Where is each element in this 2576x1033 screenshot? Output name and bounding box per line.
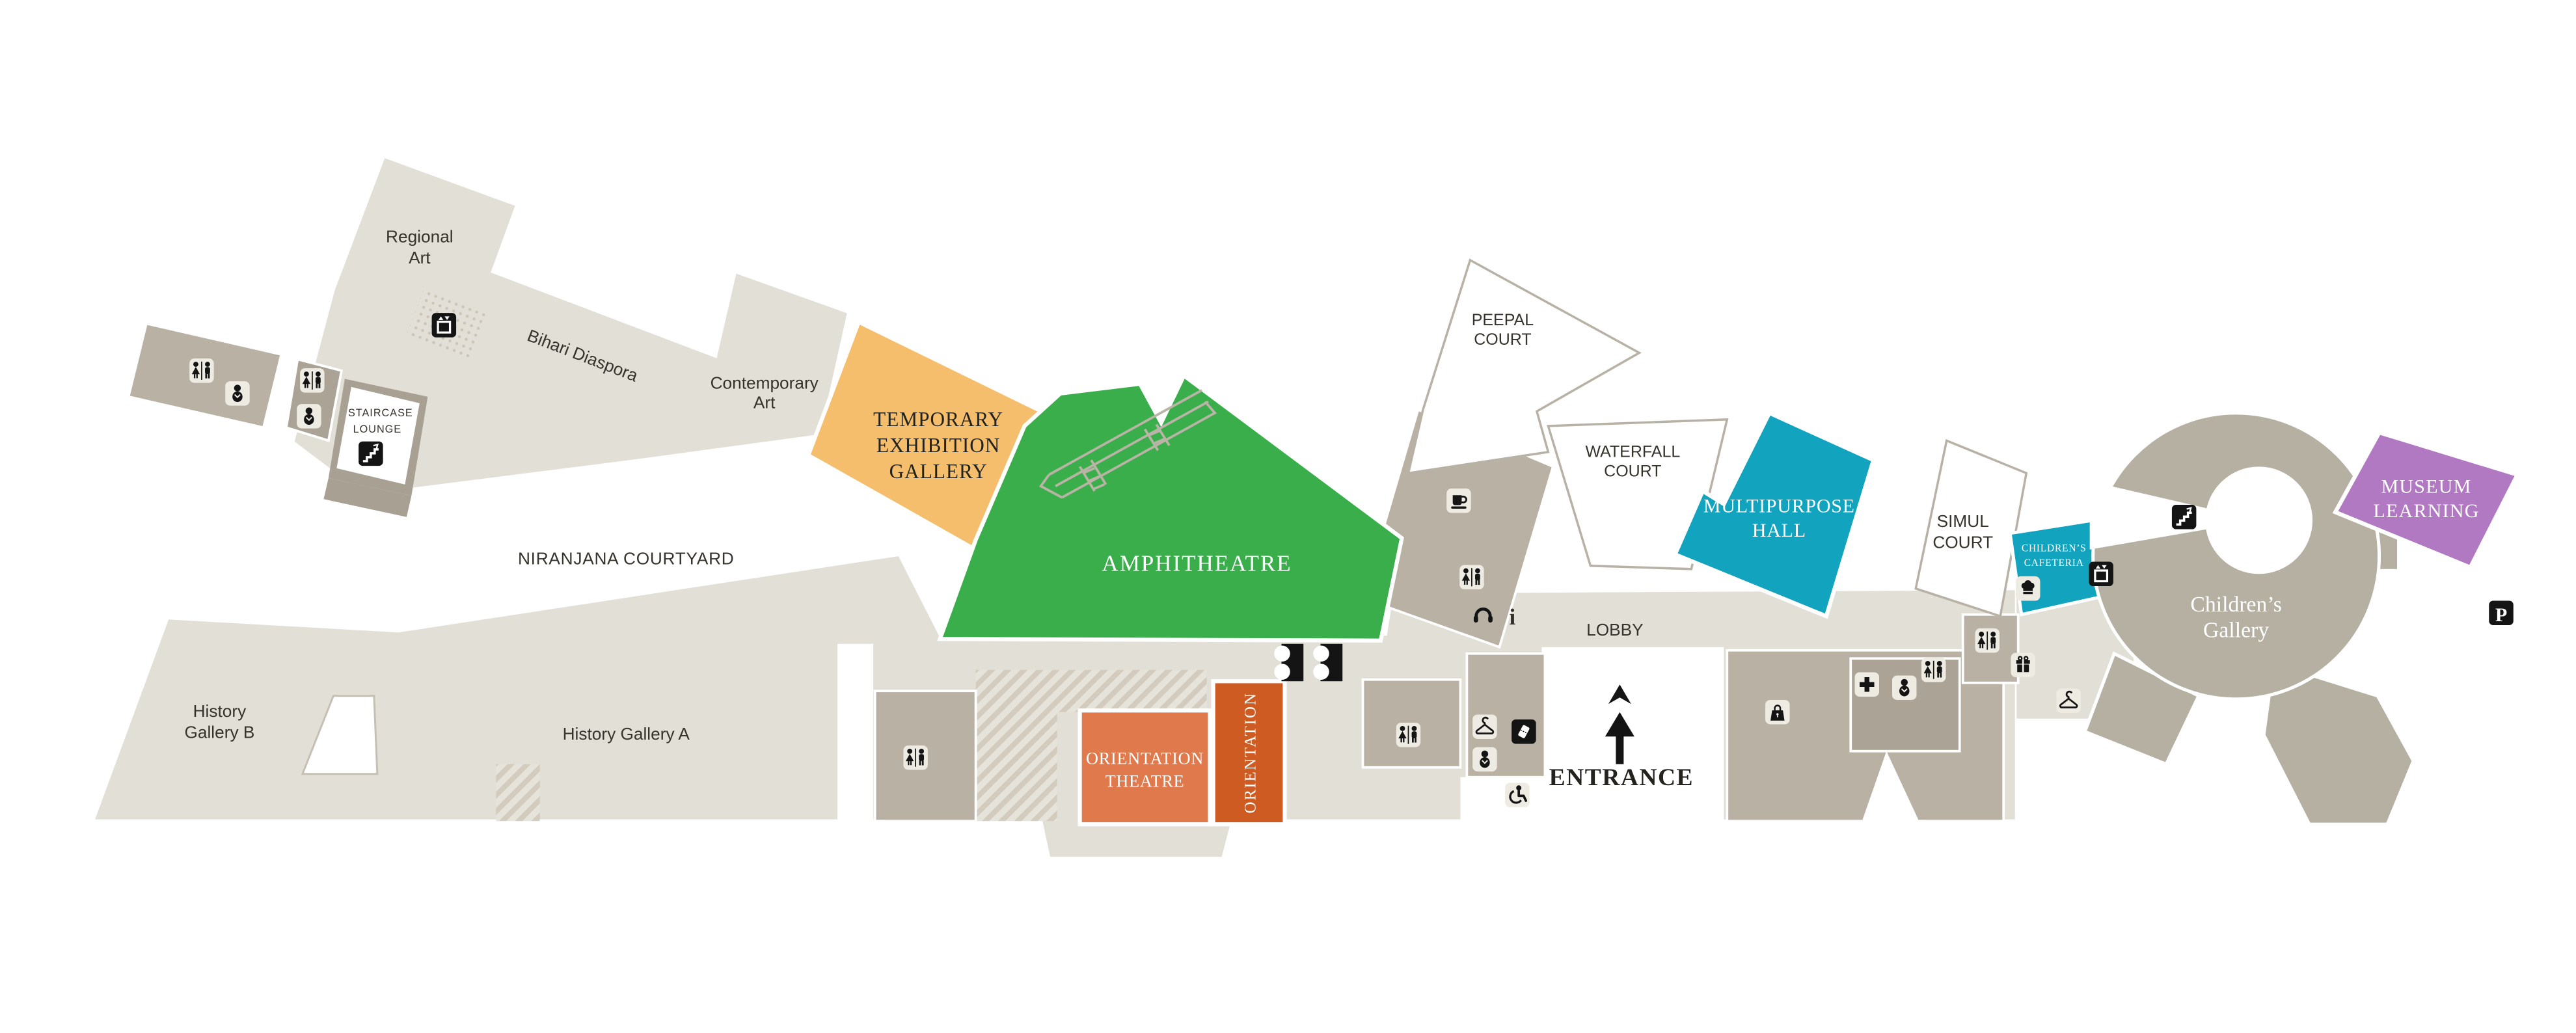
simul-court	[1914, 438, 2028, 618]
museum-shop-icon	[1765, 700, 1789, 724]
shop-block-notch	[1862, 751, 1919, 822]
history-gallery-b-label: History	[193, 701, 247, 721]
staircase-lounge-label: LOUNGE	[353, 423, 402, 435]
multipurpose-hall-room	[1672, 410, 1877, 619]
orientation-theatre-label: THEATRE	[1105, 772, 1185, 791]
gallery-separation-gap	[837, 643, 874, 833]
restroom-icon	[189, 358, 213, 382]
staircase-lounge-room	[336, 386, 420, 485]
waterfall-court-label: WATERFALL	[1585, 442, 1680, 461]
hatched-area	[975, 712, 1057, 822]
entrance-label: ENTRANCE	[1549, 764, 1694, 791]
baby-care-icon	[297, 404, 321, 428]
gift-shop-icon	[2011, 652, 2035, 677]
chef-hat-icon	[2016, 576, 2040, 600]
elevator-icon	[432, 313, 456, 337]
staircase-lounge-label: STAIRCASE	[348, 407, 413, 419]
simul-court-label: SIMUL	[1937, 511, 1989, 531]
museum-learning-room	[2332, 430, 2521, 570]
childrens-gallery-label: Children’s	[2190, 593, 2282, 617]
niranjana-courtyard-area	[379, 435, 900, 628]
history-gallery-a-label: History Gallery A	[563, 724, 690, 744]
coffee-icon	[1446, 489, 1471, 513]
contemporary-art-label: Art	[753, 392, 776, 412]
wheelchair-icon	[1505, 783, 1529, 807]
museum-learning-label: MUSEUM	[2381, 476, 2471, 497]
restroom-icon	[300, 368, 324, 392]
regional-art-label: Regional	[386, 226, 454, 246]
orientation-theatre-room	[1078, 708, 1212, 827]
childrens-gallery-label: Gallery	[2203, 619, 2269, 643]
baby-care-icon	[1892, 675, 1916, 699]
cloakroom-icon	[2056, 688, 2080, 712]
orientation-theatre-label: ORIENTATION	[1086, 749, 1204, 768]
amphitheatre-stairs-sketch	[1038, 389, 1217, 499]
temporary-exhibition-gallery-label: GALLERY	[889, 460, 988, 483]
pillar-gap	[1460, 777, 1545, 833]
orientation-label: ORIENTATION	[1242, 692, 1260, 814]
ticket-icon	[1512, 719, 1536, 744]
stairs-icon	[2172, 505, 2196, 529]
peepal-court-label: PEEPAL	[1472, 311, 1534, 329]
niranjana-courtyard-label: NIRANJANA COURTYARD	[518, 548, 735, 568]
information-icon: i	[1510, 604, 1516, 630]
temporary-exhibition-gallery-label: EXHIBITION	[876, 434, 1000, 457]
peepal-court	[1407, 258, 1642, 475]
childrens-gallery-room	[2082, 411, 2415, 826]
childrens-cafeteria-label: CAFETERIA	[2024, 557, 2084, 569]
history-gallery-b-label: Gallery B	[184, 723, 254, 742]
cloakroom-icon	[1472, 714, 1497, 738]
first-aid-icon	[1855, 672, 1879, 696]
restroom-icon	[1396, 723, 1420, 747]
entrance-gap	[1541, 647, 1724, 836]
restroom-icon	[903, 745, 927, 770]
amphitheatre-room	[937, 372, 1404, 643]
lobby-label: LOBBY	[1586, 620, 1644, 639]
audio-guide-icon	[1473, 607, 1493, 623]
restroom-icon	[1921, 658, 1946, 682]
parking-icon-letter: P	[2495, 604, 2507, 626]
history-gallery-b-void	[301, 695, 379, 775]
hatched-area	[496, 764, 540, 822]
multipurpose-hall-label: MULTIPURPOSE	[1703, 495, 1855, 516]
simul-court-label: COURT	[1932, 532, 1993, 552]
orientation-room	[1211, 679, 1287, 827]
staircase-lounge-lower-strip	[323, 477, 412, 517]
childrens-cafeteria-label: CHILDREN’S	[2022, 543, 2087, 554]
entrance-arrow-icon	[1605, 684, 1634, 764]
multipurpose-hall-label: HALL	[1752, 520, 1806, 541]
amphitheatre-label: AMPHITHEATRE	[1102, 550, 1292, 576]
restroom-icon	[1459, 565, 1484, 589]
museum-learning-label: LEARNING	[2373, 500, 2479, 522]
waterfall-court	[1547, 418, 1729, 570]
hatched-area	[975, 669, 1207, 712]
baby-care-icon	[225, 381, 249, 405]
regional-art-label: Art	[409, 248, 431, 267]
waterfall-court-label: COURT	[1604, 462, 1661, 480]
restroom-icon	[1975, 628, 1999, 652]
temporary-exhibition-gallery-label: TEMPORARY	[873, 408, 1003, 431]
baby-care-icon	[1472, 747, 1497, 771]
peepal-court-label: COURT	[1474, 330, 1531, 349]
stairs-icon	[359, 442, 383, 466]
contemporary-art-label: Contemporary	[711, 373, 819, 392]
elevator-icon	[2089, 562, 2113, 586]
